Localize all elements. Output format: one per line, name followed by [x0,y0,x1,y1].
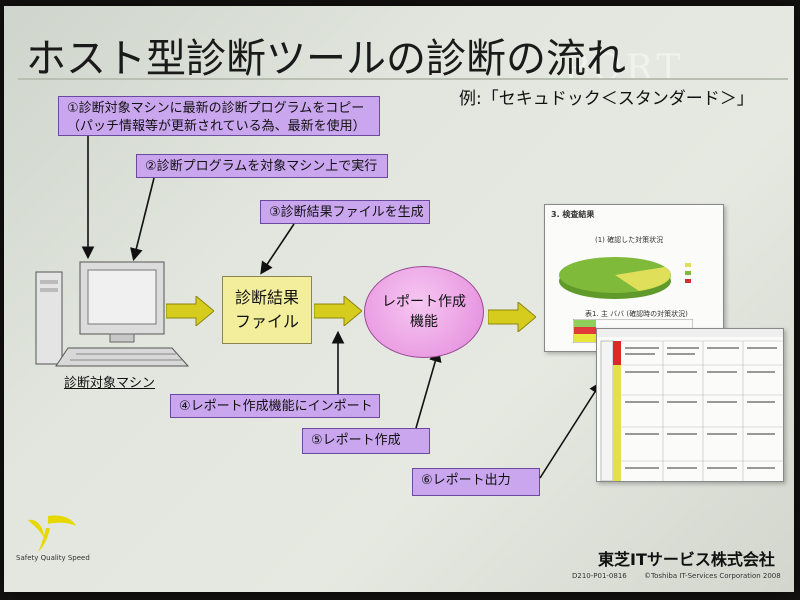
arrow-step2 [130,177,155,262]
step1-callout: ①診断対象マシンに最新の診断プログラムをコピー （パッチ情報等が更新されている為… [58,96,380,136]
step5-callout: ⑤レポート作成 [302,428,430,454]
flow-arrow-2 [314,296,362,326]
pc-label: 診断対象マシン [64,376,156,391]
company-logo-icon [28,515,76,552]
step4-callout: ④レポート作成機能にインポート [170,394,380,418]
step5-label: ⑤レポート作成 [311,433,401,448]
step2-label: ②診断プログラムを対象マシン上で実行 [145,159,378,174]
slide: PORT ホスト型診断ツールの診断の流れ 例:「セキュドック＜スタンダード＞」 … [4,6,794,592]
report-func-line2: 機能 [410,314,438,330]
report-section: (1) 確認した対策状況 [595,236,664,244]
step1-line2: （パッチ情報等が更新されている為、最新を使用） [67,119,366,134]
result-file-node: 診断結果 ファイル [222,276,312,344]
title-underline [18,78,788,80]
arrow-step6 [539,381,602,479]
company-name: 東芝ITサービス株式会社 [598,550,775,569]
arrow-step5 [415,348,442,429]
computer-icon [35,261,190,367]
report-func-line1: レポート作成 [382,294,466,310]
step2-callout: ②診断プログラムを対象マシン上で実行 [136,154,388,178]
step6-label: ⑥レポート出力 [421,473,511,488]
step3-label: ③診断結果ファイルを生成 [269,205,424,220]
report-document-back: 3. 検査結果 (1) 確認した対策状況 表1. 主 ババ (確認時の対策状況) [544,204,724,352]
arrow-step3 [260,223,295,275]
result-file-line1: 診断結果 [234,288,299,307]
watermark: PORT [564,48,685,89]
report-table [597,329,783,481]
step1-line1: ①診断対象マシンに最新の診断プログラムをコピー [67,101,365,116]
slide-subtitle: 例:「セキュドック＜スタンダード＞」 [459,89,754,109]
step3-callout: ③診断結果ファイルを生成 [260,200,430,224]
report-function-node: レポート作成 機能 [364,266,484,358]
pie-chart [559,257,691,299]
document-code: D210-P01-0816 [572,572,627,580]
flow-arrow-3 [488,302,536,332]
connector-arrows [81,136,602,479]
logo-tagline: Safety Quality Speed [16,554,90,562]
flow-arrow-1 [166,296,214,326]
report-document-front [596,328,784,482]
copyright: ©Toshiba IT-Services Corporation 2008 [644,572,781,580]
sub-table-title: 表1. 主 ババ (確認時の対策状況) [585,310,688,318]
step6-callout: ⑥レポート出力 [412,468,540,496]
report-heading: 3. 検査結果 [551,210,595,219]
slide-title: ホスト型診断ツールの診断の流れ [26,36,626,82]
mini-table-back [573,319,693,343]
step4-label: ④レポート作成機能にインポート [179,399,373,414]
result-file-line2: ファイル [234,312,299,331]
